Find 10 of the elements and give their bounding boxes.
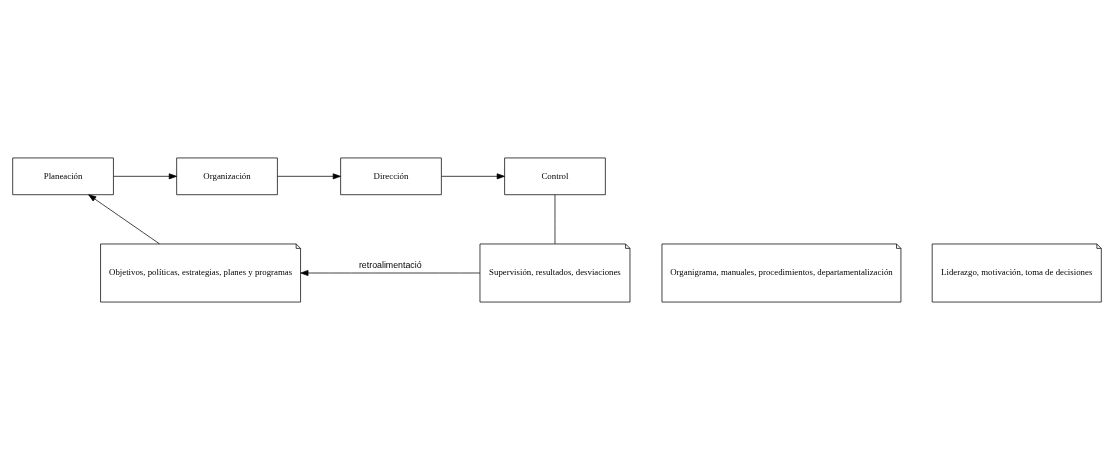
node-box: Planeación	[12, 157, 114, 195]
node-box: Organización	[176, 157, 278, 195]
arrow	[113, 172, 177, 179]
arrow	[88, 193, 160, 244]
node-box: Dirección	[340, 157, 442, 195]
arrow	[300, 269, 481, 276]
node-box: Control	[504, 157, 606, 195]
arrow	[441, 172, 505, 179]
edge-label: retroalimentació	[358, 259, 422, 270]
arrow	[277, 172, 341, 179]
